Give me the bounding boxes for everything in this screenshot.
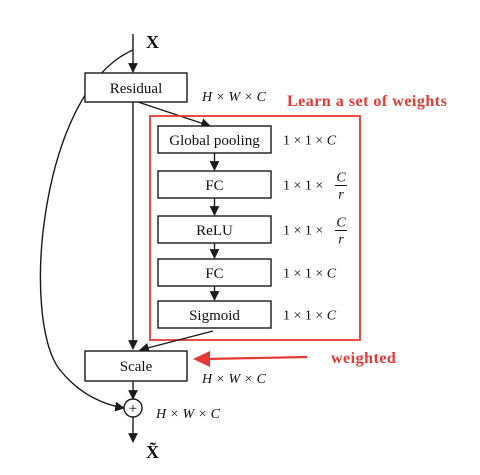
residual-label: Residual xyxy=(110,81,163,97)
se-block-3-label: ReLU xyxy=(196,223,233,239)
se-block-5 xyxy=(157,300,272,329)
branch-in-arrow xyxy=(137,101,211,128)
se-block-2-dim-num: C xyxy=(336,171,346,186)
scale-dim: H × W × C xyxy=(201,372,267,387)
se-block-4-dim: 1 × 1 × C xyxy=(283,267,337,282)
branch-out-arrow xyxy=(139,330,214,353)
se-block-1-dim: 1 × 1 × C xyxy=(283,134,337,149)
se-block-4 xyxy=(157,258,272,287)
se-block-2-dim: 1 × 1 × xyxy=(283,179,323,194)
se-block-5-dim: 1 × 1 × C xyxy=(283,309,337,324)
learn-weights-label: Learn a set of weights xyxy=(287,93,447,110)
input-label: X xyxy=(146,32,159,52)
se-block-2-dim-den: r xyxy=(338,188,344,203)
residual-box xyxy=(84,72,188,103)
se-block-2-label: FC xyxy=(205,178,223,194)
se-block-3-dim-den: r xyxy=(338,233,344,248)
weighted-label: weighted xyxy=(331,350,396,367)
add-dim: H × W × C xyxy=(155,407,221,422)
se-block-5-label: Sigmoid xyxy=(189,308,240,324)
residual-dim: H × W × C xyxy=(201,90,267,105)
scale-box xyxy=(84,350,188,382)
add-symbol: + xyxy=(129,401,137,417)
weighted-arrow-line xyxy=(204,355,308,361)
se-block-3-dim: 1 × 1 × xyxy=(283,224,323,239)
weighted-arrow-head xyxy=(193,351,210,367)
output-label: X̃ xyxy=(146,442,159,462)
se-block-4-label: FC xyxy=(205,266,223,282)
se-block-3-dim-num: C xyxy=(336,216,346,231)
scale-label: Scale xyxy=(120,359,153,375)
se-frame xyxy=(149,115,361,341)
se-block-1-label: Global pooling xyxy=(169,133,260,149)
skip-connection xyxy=(39,49,134,412)
